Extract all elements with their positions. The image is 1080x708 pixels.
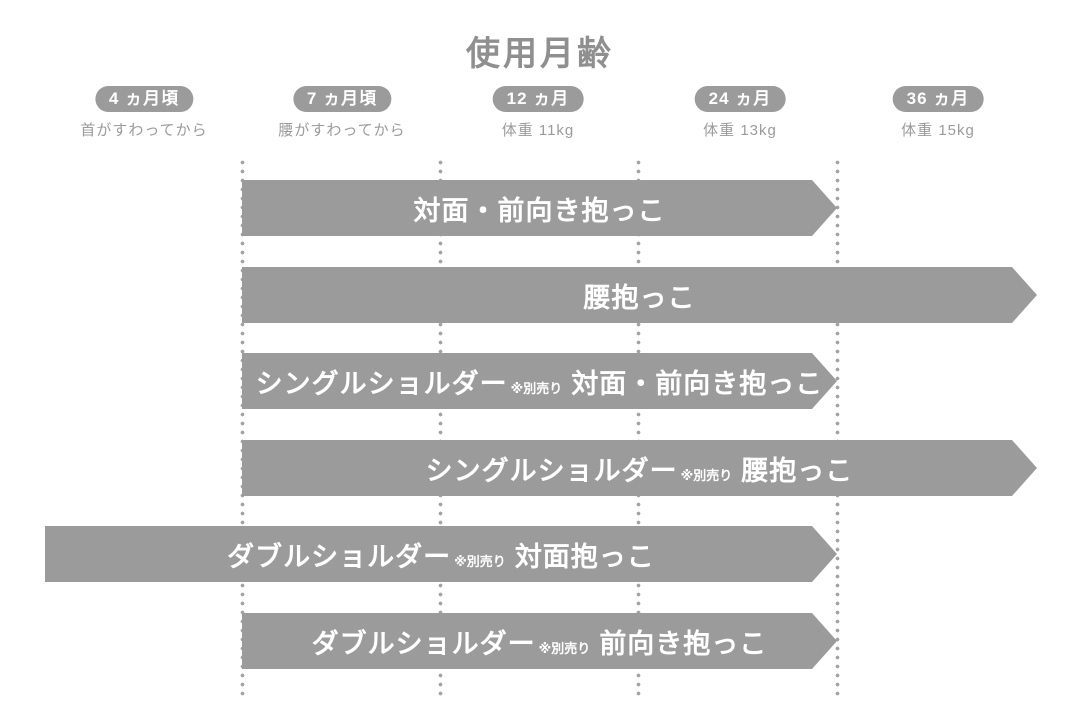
bar-label-text: ダブルショルダー xyxy=(311,628,536,659)
usage-bar-single-shoulder-taimen-maemuki-dakko: シングルショルダー※別売り対面・前向き抱っこ xyxy=(242,353,837,409)
bar-note-text: ※別売り xyxy=(454,553,506,569)
usage-bar-single-shoulder-koshi-dakko: シングルショルダー※別売り腰抱っこ xyxy=(242,440,1037,496)
bar-note-text: ※別売り xyxy=(510,380,563,396)
bar-label-text: 腰抱っこ xyxy=(583,282,696,313)
usage-bar-double-shoulder-taimen-dakko: ダブルショルダー※別売り対面抱っこ xyxy=(45,526,837,582)
bar-note-text: ※別売り xyxy=(538,640,591,656)
age-sublabel: 腰がすわってから xyxy=(278,122,406,139)
bar-label-text: 対面抱っこ xyxy=(514,541,655,572)
age-pill-label: 24 ヵ月 xyxy=(694,86,786,112)
bar-label-text: シングルショルダー xyxy=(425,455,678,486)
age-sublabel: 首がすわってから xyxy=(80,122,208,139)
age-column: 4 ヵ月頃首がすわってから xyxy=(80,86,207,140)
age-sublabel: 体重 15kg xyxy=(901,122,975,139)
bar-label-text: シングルショルダー xyxy=(255,368,508,399)
age-pill-label: 4 ヵ月頃 xyxy=(94,86,194,112)
bar-label-text: 前向き抱っこ xyxy=(599,628,768,659)
usage-bar-double-shoulder-maemuki-dakko: ダブルショルダー※別売り前向き抱っこ xyxy=(242,613,837,669)
age-column: 12 ヵ月体重 11kg xyxy=(492,86,584,140)
bar-label-text: ダブルショルダー xyxy=(227,541,452,572)
dotted-gridline xyxy=(239,158,245,698)
bar-label-text: 対面・前向き抱っこ xyxy=(413,195,666,226)
dotted-gridline xyxy=(635,158,641,698)
dotted-gridline xyxy=(834,158,840,698)
age-column: 7 ヵ月頃腰がすわってから xyxy=(278,86,405,140)
age-pill-label: 36 ヵ月 xyxy=(892,86,984,112)
age-pill-label: 12 ヵ月 xyxy=(492,86,584,112)
age-column: 36 ヵ月体重 15kg xyxy=(892,86,984,140)
dotted-gridline xyxy=(437,158,443,698)
chart-title: 使用月齢 xyxy=(466,35,614,73)
bar-label-text: 対面・前向き抱っこ xyxy=(571,368,824,399)
usage-bar-koshi-dakko: 腰抱っこ xyxy=(242,267,1037,323)
age-column: 24 ヵ月体重 13kg xyxy=(694,86,786,140)
age-pill-label: 7 ヵ月頃 xyxy=(292,86,392,112)
bar-label-text: 腰抱っこ xyxy=(741,455,854,486)
age-sublabel: 体重 11kg xyxy=(501,122,575,139)
usage-bar-taimen-maemuki-dakko: 対面・前向き抱っこ xyxy=(242,180,837,236)
age-sublabel: 体重 13kg xyxy=(703,122,777,139)
bar-note-text: ※別売り xyxy=(680,467,733,483)
